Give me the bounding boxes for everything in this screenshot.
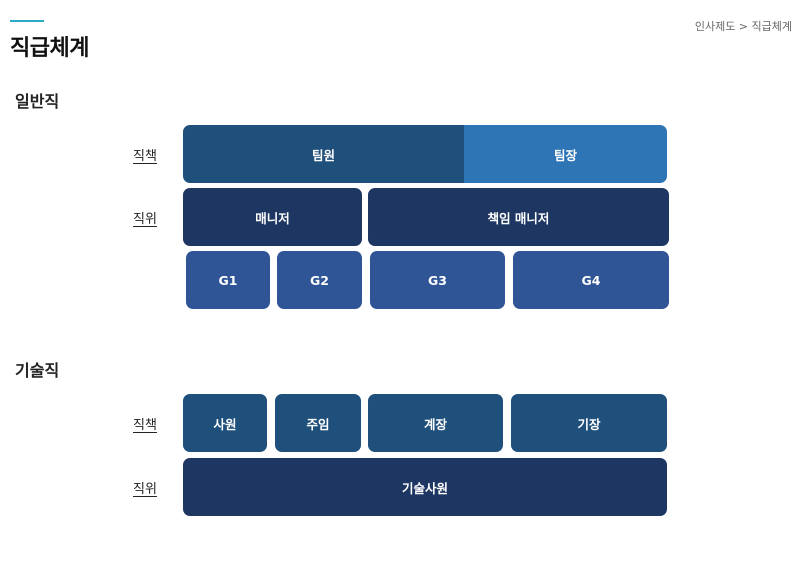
role-box-assistant: 주임 [275, 394, 361, 452]
general-role-bar: 팀원 팀장 [183, 125, 667, 183]
role-box-master: 기장 [511, 394, 667, 452]
grade-box-g1: G1 [186, 251, 270, 309]
rank-box-senior-manager: 책임 매니저 [368, 188, 669, 246]
role-box-team-member: 팀원 [183, 125, 464, 183]
rank-box-technical-staff: 기술사원 [183, 458, 667, 516]
general-role-label: 직책 [133, 149, 157, 164]
technical-rank-label: 직위 [133, 482, 157, 497]
breadcrumb[interactable]: 인사제도 > 직급체계 [694, 20, 792, 33]
role-box-staff: 사원 [183, 394, 267, 452]
section-title-general: 일반직 [15, 92, 60, 111]
technical-role-label: 직책 [133, 418, 157, 433]
title-accent-line [10, 20, 44, 22]
role-box-chief: 계장 [368, 394, 503, 452]
rank-box-manager: 매니저 [183, 188, 362, 246]
role-box-team-leader: 팀장 [464, 125, 667, 183]
page-title: 직급체계 [10, 36, 89, 61]
grade-box-g2: G2 [277, 251, 362, 309]
grade-box-g3: G3 [370, 251, 505, 309]
section-title-technical: 기술직 [15, 361, 60, 380]
general-rank-label: 직위 [133, 212, 157, 227]
grade-box-g4: G4 [513, 251, 669, 309]
